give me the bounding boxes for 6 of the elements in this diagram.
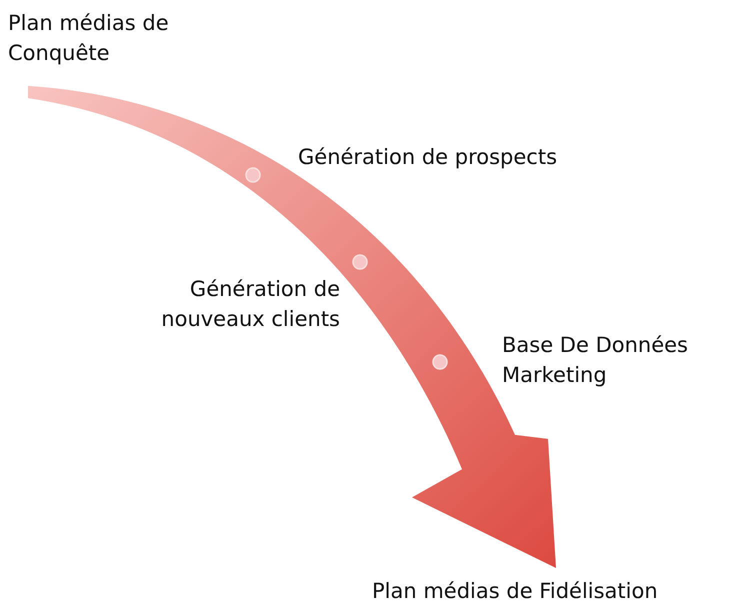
- node-label: Plan médias de Fidélisation: [372, 576, 752, 606]
- node-label: Plan médias de Conquête: [8, 8, 248, 68]
- curved-arrow: [28, 86, 556, 568]
- step-label: Base De Données Marketing: [502, 332, 689, 389]
- step-label: Génération de nouveaux clients: [160, 276, 340, 333]
- step-label: Génération de prospects: [298, 144, 558, 171]
